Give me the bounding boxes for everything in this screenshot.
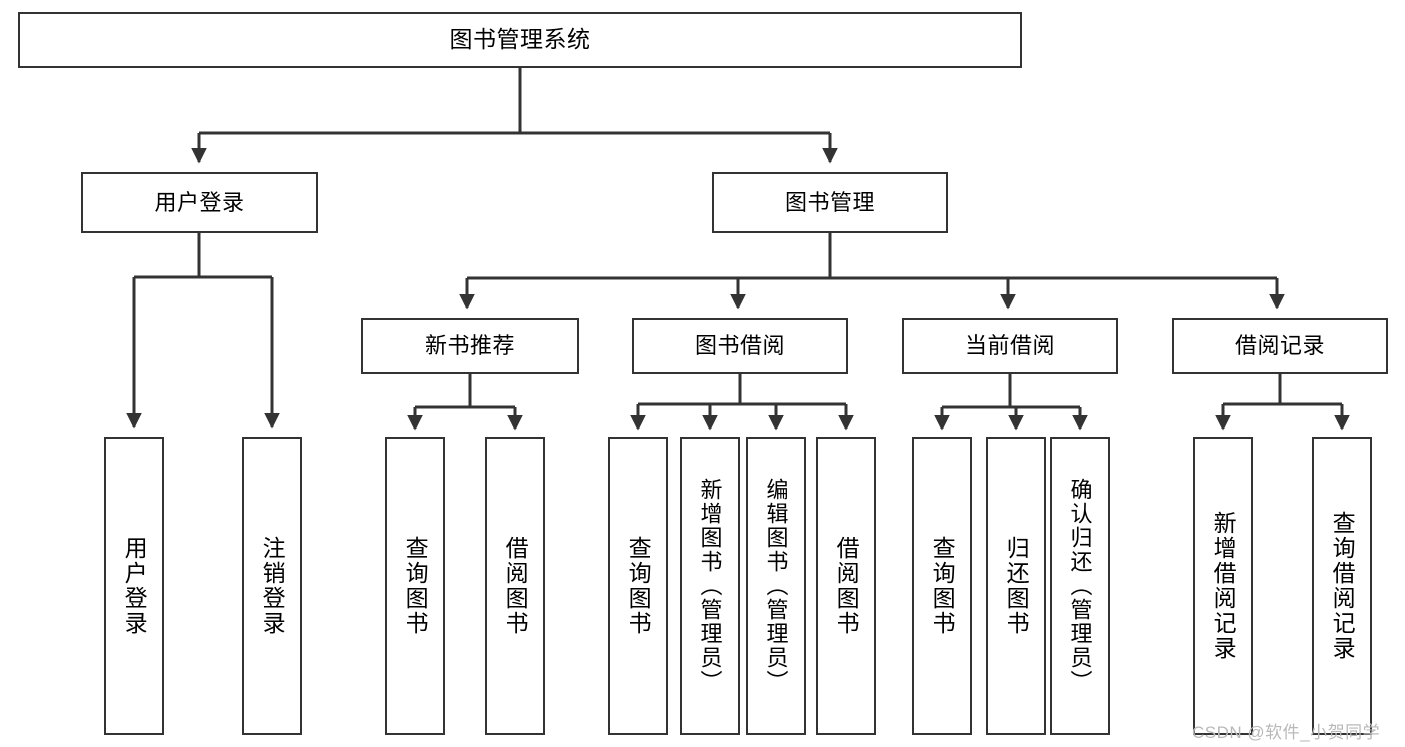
node-current-borrow[interactable]: 当前借阅 — [902, 318, 1118, 374]
node-leaf-user-login[interactable]: 用户登录 — [104, 437, 164, 735]
node-leaf-query-record-label: 查询借阅记录 — [1329, 511, 1356, 661]
node-leaf-add-record[interactable]: 新增借阅记录 — [1193, 437, 1253, 735]
node-book-borrow-label: 图书借阅 — [694, 333, 785, 359]
node-leaf-borrow-book-2-label: 借阅图书 — [833, 536, 860, 636]
node-leaf-query-book-1[interactable]: 查询图书 — [385, 437, 445, 735]
node-borrow-record-label: 借阅记录 — [1234, 333, 1325, 359]
node-book-borrow[interactable]: 图书借阅 — [632, 318, 848, 374]
node-leaf-return-book-label: 归还图书 — [1003, 536, 1030, 636]
node-leaf-query-book-3[interactable]: 查询图书 — [912, 437, 972, 735]
node-leaf-query-book-2-label: 查询图书 — [625, 536, 652, 636]
node-leaf-confirm-return[interactable]: 确认归还（管理员） — [1050, 437, 1110, 735]
node-leaf-user-login-label: 用户登录 — [121, 536, 148, 636]
node-new-book-recommend-label: 新书推荐 — [424, 333, 515, 359]
node-leaf-edit-book[interactable]: 编辑图书（管理员） — [746, 437, 806, 735]
node-leaf-query-book-3-label: 查询图书 — [929, 536, 956, 636]
node-borrow-record[interactable]: 借阅记录 — [1172, 318, 1388, 374]
node-root-label: 图书管理系统 — [449, 26, 591, 53]
node-leaf-add-book[interactable]: 新增图书（管理员） — [680, 437, 740, 735]
node-leaf-borrow-book-2[interactable]: 借阅图书 — [816, 437, 876, 735]
node-user-login-label: 用户登录 — [154, 189, 245, 215]
node-user-login[interactable]: 用户登录 — [81, 172, 318, 233]
node-leaf-query-record[interactable]: 查询借阅记录 — [1312, 437, 1372, 735]
csdn-watermark: CSDN @软件_小贺同学 — [1192, 723, 1381, 742]
node-book-manage-label: 图书管理 — [784, 189, 875, 215]
node-leaf-query-book-1-label: 查询图书 — [402, 536, 429, 636]
node-leaf-confirm-return-label: 确认归还（管理员） — [1067, 478, 1093, 694]
node-leaf-edit-book-label: 编辑图书（管理员） — [763, 478, 789, 694]
node-leaf-user-logout-label: 注销登录 — [259, 536, 286, 636]
node-current-borrow-label: 当前借阅 — [964, 333, 1055, 359]
node-leaf-borrow-book-1[interactable]: 借阅图书 — [485, 437, 545, 735]
node-leaf-borrow-book-1-label: 借阅图书 — [502, 536, 529, 636]
node-leaf-user-logout[interactable]: 注销登录 — [242, 437, 302, 735]
node-root[interactable]: 图书管理系统 — [18, 12, 1022, 68]
node-leaf-add-book-label: 新增图书（管理员） — [697, 478, 723, 694]
node-book-manage[interactable]: 图书管理 — [712, 172, 948, 233]
node-leaf-query-book-2[interactable]: 查询图书 — [608, 437, 668, 735]
node-leaf-add-record-label: 新增借阅记录 — [1210, 511, 1237, 661]
node-new-book-recommend[interactable]: 新书推荐 — [361, 318, 579, 374]
node-leaf-return-book[interactable]: 归还图书 — [986, 437, 1046, 735]
